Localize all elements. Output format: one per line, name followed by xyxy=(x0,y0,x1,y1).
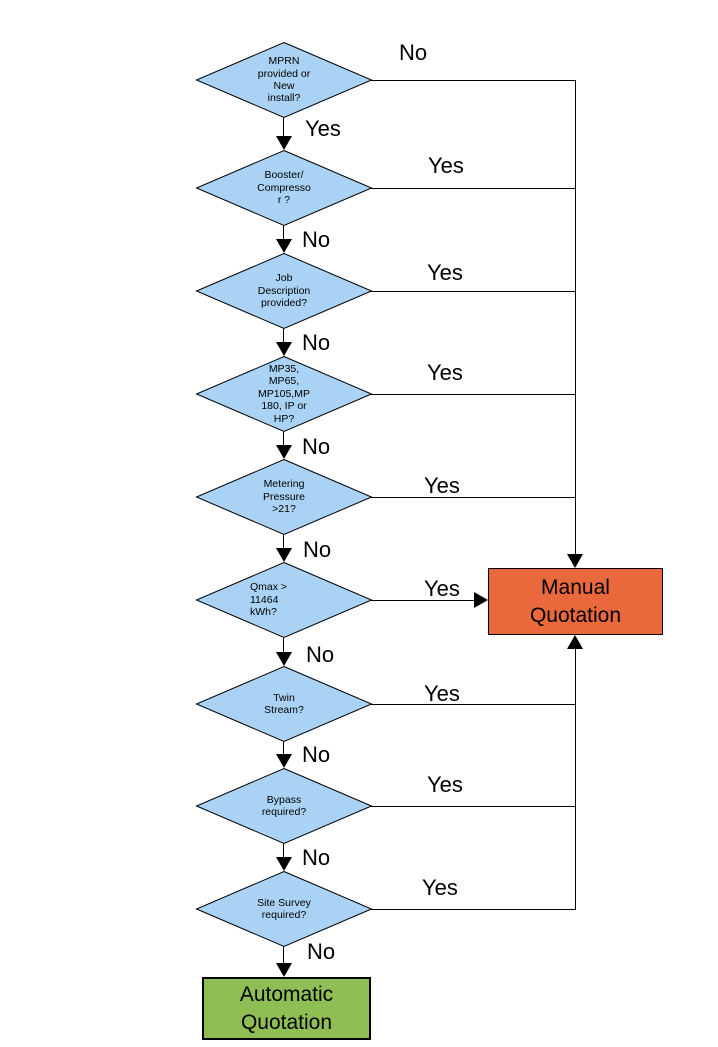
arrowhead-down-6 xyxy=(276,652,292,666)
branch-label-right-1: No xyxy=(399,40,428,65)
decision-booster-compressor: Booster/ Compresso r ? xyxy=(195,149,373,227)
decision-twin-stream-label: Twin Stream? xyxy=(264,691,304,716)
branch-label-right-5: Yes xyxy=(424,473,460,498)
arrowhead-up-manual-bottom xyxy=(567,635,583,649)
decision-bypass-label: Bypass required? xyxy=(261,793,307,818)
branch-label-down-8: No xyxy=(302,845,331,870)
decision-bypass: Bypass required? xyxy=(195,767,373,845)
trunk-line-top xyxy=(575,80,576,554)
arrowhead-down-7 xyxy=(276,754,292,768)
branch-label-down-4: No xyxy=(302,434,331,459)
decision-booster-label: Booster/ Compresso r ? xyxy=(257,169,311,207)
decision-qmax: Qmax > 11464 kWh? xyxy=(195,561,373,639)
decision-site-survey: Site Survey required? xyxy=(195,870,373,948)
manual-quotation-box: Manual Quotation xyxy=(488,568,663,635)
branch-label-right-2: Yes xyxy=(428,153,464,178)
decision-job-description: Job Description provided? xyxy=(195,252,373,330)
arrowhead-down-4 xyxy=(276,445,292,459)
arrowhead-down-2 xyxy=(276,239,292,253)
connector-right-6 xyxy=(371,600,474,601)
automatic-quotation-box: Automatic Quotation xyxy=(202,977,371,1040)
branch-label-right-3: Yes xyxy=(427,260,463,285)
connector-down-3 xyxy=(283,329,284,343)
arrowhead-down-3 xyxy=(276,342,292,356)
decision-meter-type: MP35, MP65, MP105,MP 180, IP or HP? xyxy=(195,355,373,433)
connector-right-7 xyxy=(371,704,576,705)
branch-label-right-9: Yes xyxy=(422,875,458,900)
arrowhead-right-manual xyxy=(474,592,488,608)
branch-label-down-3: No xyxy=(302,330,331,355)
branch-label-right-7: Yes xyxy=(424,681,460,706)
connector-down-1 xyxy=(283,118,284,137)
branch-label-down-6: No xyxy=(306,642,335,667)
branch-label-down-1: Yes xyxy=(305,116,341,141)
connector-down-6 xyxy=(283,638,284,653)
manual-quotation-label: Manual Quotation xyxy=(529,576,622,627)
arrowhead-down-8 xyxy=(276,857,292,871)
diamond-shape xyxy=(195,665,373,743)
connector-down-8 xyxy=(283,844,284,858)
trunk-line-bottom xyxy=(575,649,576,910)
connector-right-4 xyxy=(371,394,576,395)
diamond-shape xyxy=(195,252,373,330)
arrowhead-down-1 xyxy=(276,136,292,150)
decision-site-survey-label: Site Survey required? xyxy=(257,896,311,921)
branch-label-right-6: Yes xyxy=(424,576,460,601)
arrowhead-down-5 xyxy=(276,548,292,562)
decision-qmax-label: Qmax > 11464 kWh? xyxy=(250,581,288,619)
connector-down-5 xyxy=(283,535,284,549)
diamond-shape xyxy=(195,561,373,639)
arrowhead-down-9 xyxy=(276,963,292,977)
connector-right-9 xyxy=(371,909,576,910)
connector-down-7 xyxy=(283,742,284,755)
connector-right-1 xyxy=(371,80,576,81)
connector-right-8 xyxy=(371,806,576,807)
branch-label-down-2: No xyxy=(302,227,331,252)
branch-label-down-9: No xyxy=(307,939,336,964)
connector-right-2 xyxy=(371,188,576,189)
diamond-shape xyxy=(195,149,373,227)
decision-job-description-label: Job Description provided? xyxy=(257,272,311,310)
decision-metering-pressure-label: Metering Pressure >21? xyxy=(262,478,305,516)
branch-label-down-5: No xyxy=(303,537,332,562)
connector-down-2 xyxy=(283,226,284,240)
diamond-shape xyxy=(195,458,373,536)
connector-down-4 xyxy=(283,432,284,446)
decision-twin-stream: Twin Stream? xyxy=(195,665,373,743)
decision-metering-pressure: Metering Pressure >21? xyxy=(195,458,373,536)
diamond-shape xyxy=(195,355,373,433)
arrowhead-down-manual-top xyxy=(567,554,583,568)
automatic-quotation-label: Automatic Quotation xyxy=(239,983,334,1034)
diamond-shape xyxy=(195,41,373,119)
branch-label-right-8: Yes xyxy=(427,772,463,797)
diamond-shape xyxy=(195,767,373,845)
connector-right-3 xyxy=(371,291,576,292)
diamond-shape xyxy=(195,870,373,948)
decision-meter-type-label: MP35, MP65, MP105,MP 180, IP or HP? xyxy=(258,363,310,425)
branch-label-right-4: Yes xyxy=(427,360,463,385)
connector-right-5 xyxy=(371,497,576,498)
connector-down-9 xyxy=(283,947,284,964)
branch-label-down-7: No xyxy=(302,742,331,767)
decision-mprn: MPRN provided or New install? xyxy=(195,41,373,119)
decision-mprn-label: MPRN provided or New install? xyxy=(257,55,311,105)
